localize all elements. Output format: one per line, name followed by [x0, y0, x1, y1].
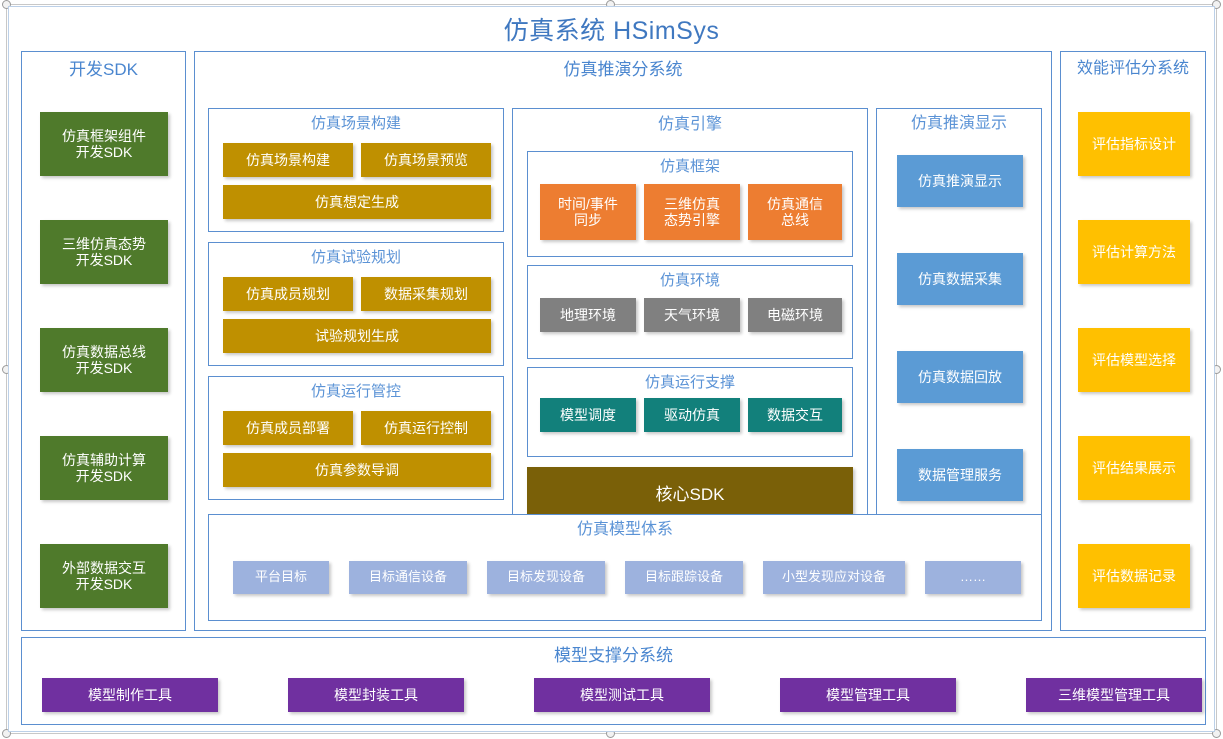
scene-item-1[interactable]: 仿真场景预览: [361, 143, 491, 177]
evaluation-item-1[interactable]: 评估计算方法: [1078, 220, 1190, 284]
panel-runtime-support: 仿真运行支撑 模型调度 驱动仿真 数据交互: [527, 367, 853, 457]
plan-item-2[interactable]: 试验规划生成: [223, 319, 491, 353]
model-item-1[interactable]: 目标通信设备: [349, 561, 467, 594]
evaluation-item-4[interactable]: 评估数据记录: [1078, 544, 1190, 608]
support-tool-2[interactable]: 模型测试工具: [534, 678, 710, 712]
panel-title-simulation-engine: 仿真引擎: [657, 116, 722, 133]
panel-title-run-control: 仿真运行管控: [310, 383, 401, 400]
panel-title-development-sdk: 开发SDK: [69, 60, 138, 79]
panel-model-support-subsystem: 模型支撑分系统 模型制作工具 模型封装工具 模型测试工具 模型管理工具 三维模型…: [21, 637, 1206, 725]
framework-item-2-text: 仿真通信总线: [767, 195, 823, 228]
panel-model-system: 仿真模型体系 平台目标 目标通信设备 目标发现设备 目标跟踪设备 小型发现应对设…: [208, 514, 1042, 621]
support-tool-4[interactable]: 三维模型管理工具: [1026, 678, 1202, 712]
panel-title-simulation-framework: 仿真框架: [659, 158, 720, 175]
model-item-2[interactable]: 目标发现设备: [487, 561, 605, 594]
runctl-item-0[interactable]: 仿真成员部署: [223, 411, 353, 445]
panel-title-experiment-planning: 仿真试验规划: [310, 249, 401, 266]
display-item-2[interactable]: 仿真数据回放: [897, 351, 1023, 403]
panel-deduction-display: 仿真推演显示 仿真推演显示 仿真数据采集 仿真数据回放 数据管理服务: [876, 108, 1042, 558]
framework-item-2[interactable]: 仿真通信总线: [748, 184, 842, 240]
plan-item-0[interactable]: 仿真成员规划: [223, 277, 353, 311]
resize-handle-bottom-left[interactable]: [2, 729, 11, 738]
panel-effectiveness-evaluation: 效能评估分系统 评估指标设计 评估计算方法 评估模型选择 评估结果展示 评估数据…: [1060, 51, 1206, 631]
environment-item-1[interactable]: 天气环境: [644, 298, 740, 332]
framework-item-1[interactable]: 三维仿真态势引擎: [644, 184, 740, 240]
runctl-item-1[interactable]: 仿真运行控制: [361, 411, 491, 445]
runctl-item-2[interactable]: 仿真参数导调: [223, 453, 491, 487]
panel-scene-construction: 仿真场景构建 仿真场景构建 仿真场景预览 仿真想定生成: [208, 108, 504, 232]
sdk-item-2[interactable]: 仿真数据总线开发SDK: [40, 328, 168, 392]
panel-title-runtime-support: 仿真运行支撑: [644, 374, 735, 391]
runtime-item-1[interactable]: 驱动仿真: [644, 398, 740, 432]
display-item-0[interactable]: 仿真推演显示: [897, 155, 1023, 207]
panel-title-simulation-environment: 仿真环境: [659, 272, 720, 289]
panel-title-model-system: 仿真模型体系: [576, 521, 673, 538]
core-sdk-box[interactable]: 核心SDK: [527, 467, 853, 523]
sdk-item-4[interactable]: 外部数据交互开发SDK: [40, 544, 168, 608]
plan-item-1[interactable]: 数据采集规划: [361, 277, 491, 311]
panel-title-model-support-subsystem: 模型支撑分系统: [554, 646, 673, 665]
runtime-item-2[interactable]: 数据交互: [748, 398, 842, 432]
panel-title-deduction-subsystem: 仿真推演分系统: [563, 60, 683, 79]
model-item-3[interactable]: 目标跟踪设备: [625, 561, 743, 594]
sdk-item-1[interactable]: 三维仿真态势开发SDK: [40, 220, 168, 284]
evaluation-item-3[interactable]: 评估结果展示: [1078, 436, 1190, 500]
framework-item-0-text: 时间/事件同步: [558, 195, 618, 228]
resize-handle-top-right[interactable]: [1212, 0, 1221, 9]
panel-simulation-environment: 仿真环境 地理环境 天气环境 电磁环境: [527, 265, 853, 359]
environment-item-2[interactable]: 电磁环境: [748, 298, 842, 332]
panel-experiment-planning: 仿真试验规划 仿真成员规划 数据采集规划 试验规划生成: [208, 242, 504, 366]
display-item-1[interactable]: 仿真数据采集: [897, 253, 1023, 305]
resize-handle-bottom-right[interactable]: [1212, 729, 1221, 738]
sdk-item-4-text: 外部数据交互开发SDK: [62, 559, 146, 592]
panel-run-control: 仿真运行管控 仿真成员部署 仿真运行控制 仿真参数导调: [208, 376, 504, 500]
evaluation-item-2[interactable]: 评估模型选择: [1078, 328, 1190, 392]
panel-title-deduction-display: 仿真推演显示: [910, 115, 1007, 132]
environment-item-0[interactable]: 地理环境: [540, 298, 636, 332]
support-tool-3[interactable]: 模型管理工具: [780, 678, 956, 712]
panel-simulation-engine: 仿真引擎 仿真框架 时间/事件同步 三维仿真态势引擎 仿真通信总线: [512, 108, 868, 558]
scene-item-0[interactable]: 仿真场景构建: [223, 143, 353, 177]
model-item-5[interactable]: ……: [925, 561, 1021, 594]
sdk-item-3[interactable]: 仿真辅助计算开发SDK: [40, 436, 168, 500]
sdk-item-1-text: 三维仿真态势开发SDK: [62, 235, 146, 268]
sdk-item-0-text: 仿真框架组件开发SDK: [62, 127, 146, 160]
runtime-item-0[interactable]: 模型调度: [540, 398, 636, 432]
panel-simulation-framework: 仿真框架 时间/事件同步 三维仿真态势引擎 仿真通信总线: [527, 151, 853, 257]
support-tool-1[interactable]: 模型封装工具: [288, 678, 464, 712]
scene-item-2[interactable]: 仿真想定生成: [223, 185, 491, 219]
sdk-item-3-text: 仿真辅助计算开发SDK: [62, 451, 146, 484]
diagram-canvas: 仿真系统 HSimSys 开发SDK 仿真框架组件开发SDK 三维仿真态势开发S…: [8, 6, 1215, 732]
display-item-3[interactable]: 数据管理服务: [897, 449, 1023, 501]
resize-handle-top-left[interactable]: [2, 0, 11, 9]
evaluation-item-0[interactable]: 评估指标设计: [1078, 112, 1190, 176]
support-tool-0[interactable]: 模型制作工具: [42, 678, 218, 712]
panel-deduction-subsystem: 仿真推演分系统 仿真场景构建 仿真场景构建 仿真场景预览 仿真想定生成 仿真试验…: [194, 51, 1052, 631]
panel-title-effectiveness-evaluation: 效能评估分系统: [1076, 60, 1189, 77]
sdk-item-0[interactable]: 仿真框架组件开发SDK: [40, 112, 168, 176]
model-item-0[interactable]: 平台目标: [233, 561, 329, 594]
panel-title-scene-construction: 仿真场景构建: [310, 115, 401, 132]
sdk-item-2-text: 仿真数据总线开发SDK: [62, 343, 146, 376]
framework-item-0[interactable]: 时间/事件同步: [540, 184, 636, 240]
panel-development-sdk: 开发SDK 仿真框架组件开发SDK 三维仿真态势开发SDK 仿真数据总线开发SD…: [21, 51, 186, 631]
page-title: 仿真系统 HSimSys: [503, 17, 720, 45]
framework-item-1-text: 三维仿真态势引擎: [664, 195, 720, 228]
model-item-4[interactable]: 小型发现应对设备: [763, 561, 905, 594]
